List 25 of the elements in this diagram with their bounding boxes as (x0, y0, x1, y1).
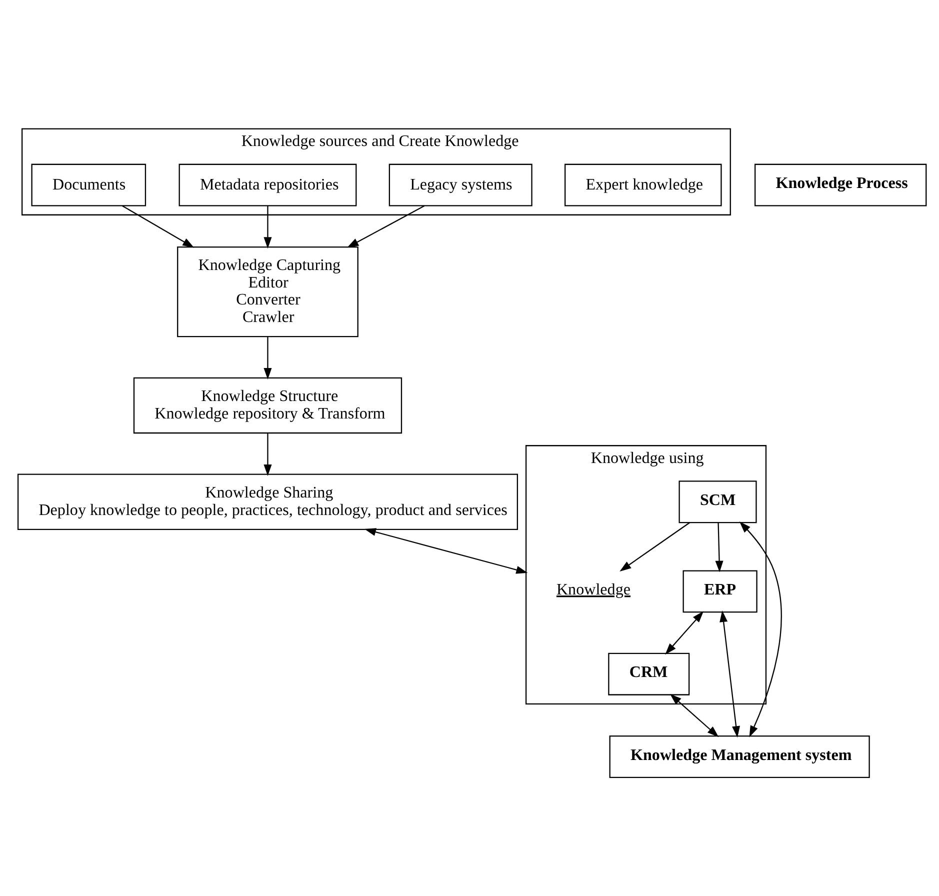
node-box: Knowledge Sharing Deploy knowledge to people, practices, technology, product and services (17, 473, 518, 530)
arrow (720, 610, 740, 738)
node-box: Knowledge Process (754, 163, 927, 206)
node-box: Knowledge Management system (609, 735, 870, 778)
arrow (620, 522, 690, 571)
arrow (364, 528, 528, 574)
node-box: CRM (608, 652, 690, 695)
arrow (264, 432, 272, 476)
node-box: SCM (678, 480, 757, 523)
node-box: Legacy systems (388, 163, 532, 206)
node-text: Knowledge (556, 581, 631, 598)
arrow (264, 205, 272, 248)
arrow (715, 522, 724, 572)
node-box: Knowledge Structure Knowledge repository & Transform (133, 376, 402, 434)
arrow (347, 204, 425, 248)
arrow (122, 204, 194, 248)
node-box: ERP (682, 570, 758, 612)
node-box: Metadata repositories (178, 163, 357, 206)
arrow (670, 693, 719, 737)
arrow (264, 336, 272, 379)
node-box: Knowledge Capturing Editor Converter Crawler (177, 246, 358, 337)
node-box: Expert knowledge (564, 163, 722, 206)
arrow (665, 610, 704, 654)
arrow (739, 521, 782, 737)
node-box: Documents (31, 163, 146, 206)
